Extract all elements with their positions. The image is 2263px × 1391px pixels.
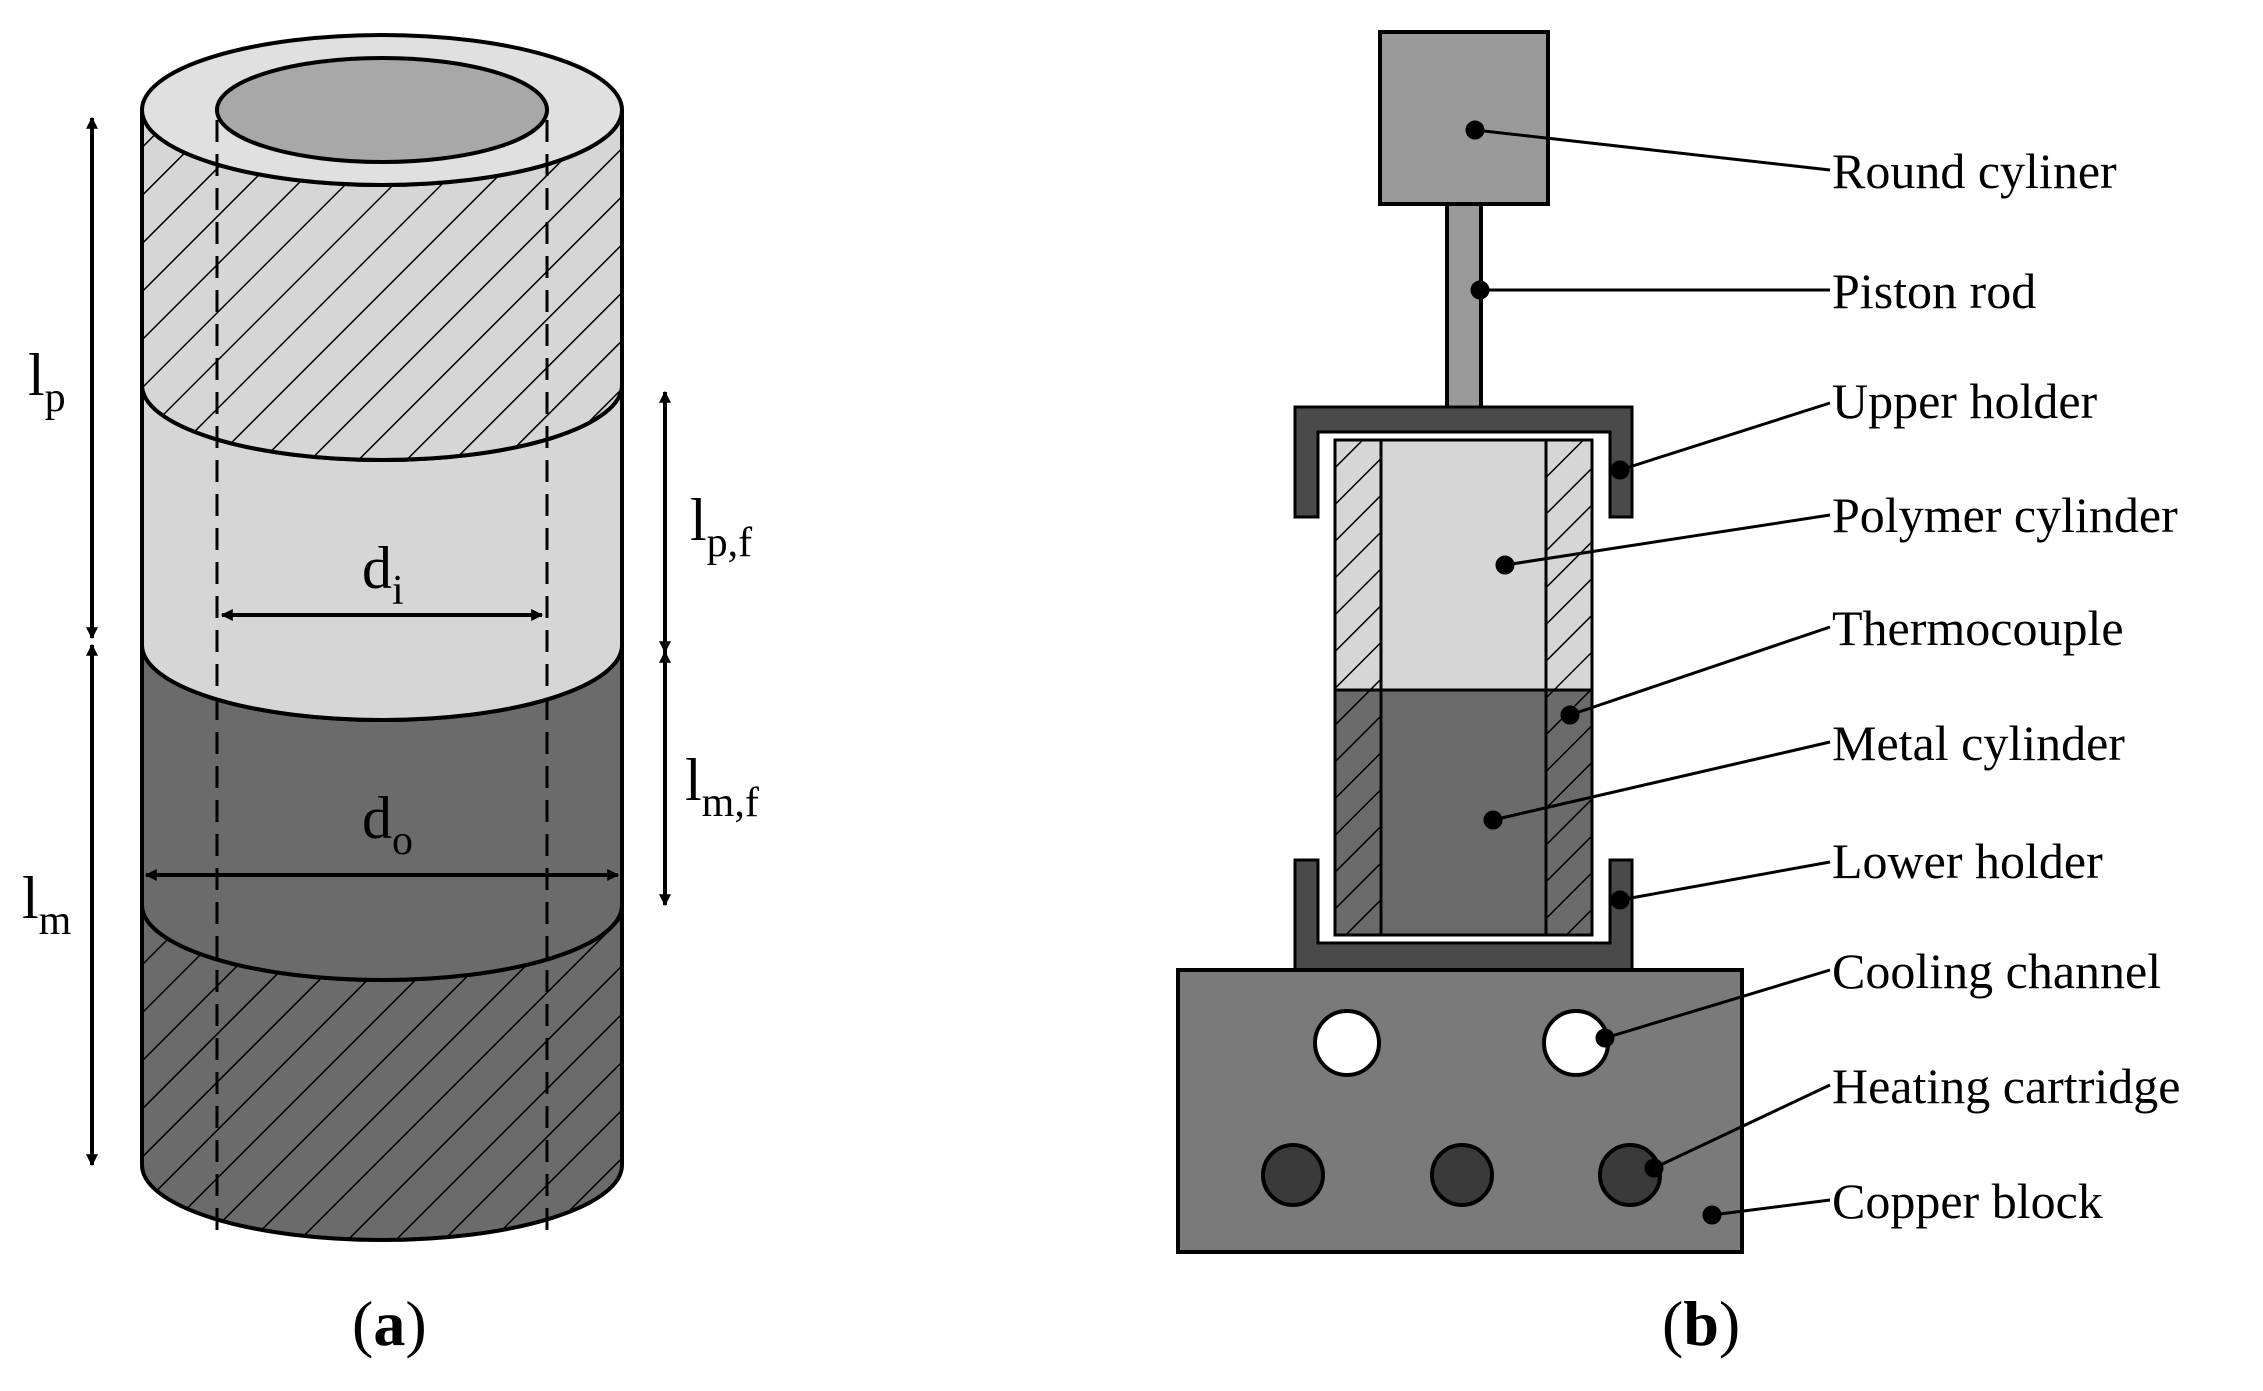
- panel-a-dimensions: lp lm lp,f lm,f di do: [22, 116, 759, 1167]
- callout-copper-block: Copper block: [1832, 1173, 2103, 1229]
- metal-wall-right: [1544, 688, 1594, 937]
- panel-b-leaders: [1465, 120, 1831, 1225]
- upper-holder: [1293, 405, 1634, 519]
- callout-cooling-channel: Cooling channel: [1832, 943, 2161, 999]
- metal-cylinder: [1379, 688, 1548, 937]
- panel-b-callouts: Round cyliner Piston rod Upper holder Po…: [1832, 143, 2180, 1229]
- cooling-channel-left: [1313, 1009, 1381, 1077]
- callout-upper-holder: Upper holder: [1832, 373, 2098, 429]
- callout-polymer-cylinder: Polymer cylinder: [1832, 487, 2178, 543]
- panel-b-apparatus: [1176, 30, 1744, 1254]
- lpf-label: lp,f: [690, 487, 752, 566]
- heating-cartridge-left: [1261, 1143, 1325, 1207]
- polymer-wall-left: [1333, 438, 1383, 692]
- panel-a-label: (a): [352, 1288, 427, 1359]
- callout-piston-rod: Piston rod: [1832, 263, 2036, 319]
- callout-metal-cylinder: Metal cylinder: [1832, 715, 2125, 771]
- copper-block: [1176, 968, 1744, 1254]
- heating-cartridge-middle: [1430, 1143, 1494, 1207]
- piston-rod: [1445, 202, 1483, 412]
- polymer-wall-right: [1544, 438, 1594, 692]
- panel-a-cylinder: [140, 33, 624, 1242]
- round-cylinder: [1378, 30, 1550, 206]
- callout-heating-cartridge: Heating cartridge: [1832, 1058, 2180, 1114]
- polymer-cylinder: [1379, 438, 1548, 692]
- callout-thermocouple: Thermocouple: [1832, 600, 2124, 656]
- do-label: do: [362, 785, 413, 864]
- metal-wall-left: [1333, 688, 1383, 937]
- lmf-label: lm,f: [685, 747, 759, 826]
- callout-round-cylinder: Round cyliner: [1832, 143, 2117, 199]
- lp-label: lp: [28, 342, 66, 421]
- di-label: di: [362, 535, 404, 614]
- lm-label: lm: [22, 865, 72, 944]
- panel-b-label: (b): [1662, 1288, 1740, 1359]
- callout-lower-holder: Lower holder: [1832, 833, 2103, 889]
- cylinder-inner-bore: [215, 56, 549, 164]
